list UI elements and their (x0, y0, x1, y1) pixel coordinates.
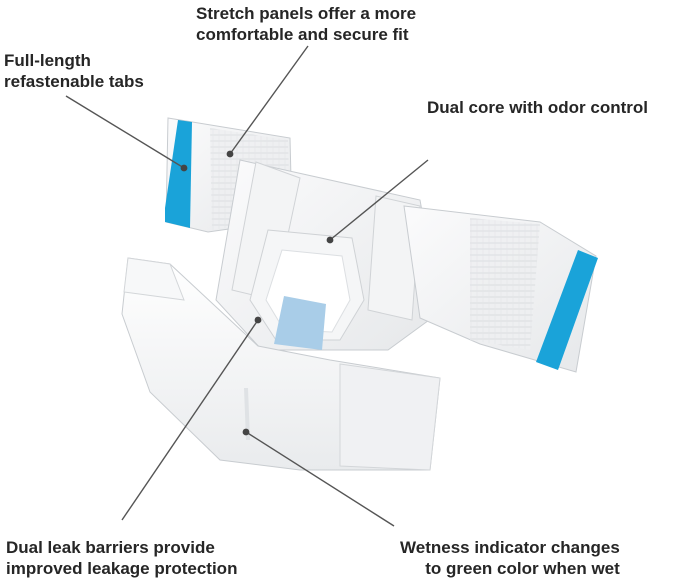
left-fastening-tab (165, 120, 192, 228)
callout-leak-line2: improved leakage protection (6, 559, 238, 578)
callout-stretch-panels: Stretch panels offer a more comfortable … (196, 3, 416, 45)
callout-wetness-line1: Wetness indicator changes (400, 538, 620, 557)
pointer-lines (65, 45, 429, 527)
callout-dual-core: Dual core with odor control (427, 97, 648, 118)
pointer-dots (180, 150, 334, 436)
pointer-tabs (65, 95, 185, 169)
pointer-wetness (245, 431, 395, 527)
callout-leak-line1: Dual leak barriers provide (6, 538, 215, 557)
callout-stretch-panels-line2: comfortable and secure fit (196, 25, 409, 44)
callout-leak-barriers: Dual leak barriers provide improved leak… (6, 537, 237, 579)
callout-core-line1: Dual core with odor control (427, 98, 649, 117)
right-side-panel (403, 205, 598, 373)
callout-refastenable-tabs: Full-length refastenable tabs (4, 50, 144, 92)
callout-tabs-line1: Full-length (4, 51, 91, 70)
pointer-core (329, 159, 429, 241)
callout-tabs-line2: refastenable tabs (4, 72, 144, 91)
absorbent-core (249, 229, 365, 350)
front-panel (121, 257, 441, 471)
right-fastening-tab (536, 250, 598, 370)
core-blue-layer (274, 296, 326, 350)
pointer-stretch-panels (229, 45, 309, 155)
wetness-indicator-strip (244, 388, 250, 440)
pointer-leak-barriers (121, 319, 259, 521)
callout-wetness-line2: to green color when wet (425, 559, 620, 578)
callout-stretch-panels-line1: Stretch panels offer a more (196, 4, 417, 23)
callout-wetness-indicator: Wetness indicator changes to green color… (400, 537, 620, 579)
